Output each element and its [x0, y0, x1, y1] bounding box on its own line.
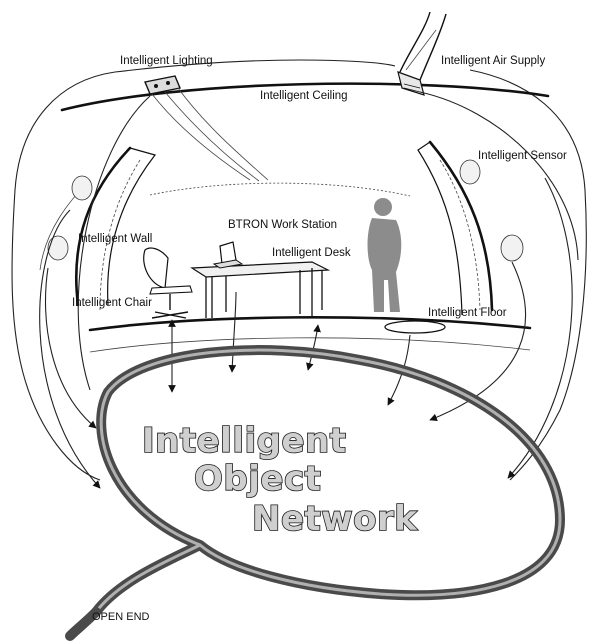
label-workstation: BTRON Work Station	[228, 219, 337, 231]
label-floor: Intelligent Floor	[428, 307, 507, 319]
floor-line	[88, 316, 532, 332]
network-cable-loop	[91, 345, 565, 617]
label-lighting: Intelligent Lighting	[120, 55, 213, 67]
lighting-fixture-icon	[144, 75, 269, 182]
room-outline	[11, 71, 116, 481]
label-chair: Intelligent Chair	[72, 297, 152, 309]
room-outline-top	[114, 59, 396, 73]
person-silhouette-icon	[367, 198, 402, 312]
right-wall-panel	[417, 140, 524, 316]
chair-icon	[143, 247, 193, 319]
desk-icon	[190, 261, 331, 318]
floor-sensor-pad	[384, 320, 446, 334]
ceiling-line	[60, 82, 550, 112]
label-sensor: Intelligent Sensor	[478, 150, 567, 162]
network-title-line2: Object	[194, 459, 321, 499]
network-title-line1: Intelligent	[142, 421, 347, 461]
label-wall: Intelligent Wall	[78, 233, 152, 245]
workstation-laptop-icon	[212, 241, 244, 269]
room-outline-right	[469, 69, 587, 481]
label-air-supply: Intelligent Air Supply	[441, 55, 545, 67]
label-ceiling: Intelligent Ceiling	[260, 90, 348, 102]
ceiling-inner-arc	[149, 182, 411, 197]
label-open-end: OPEN END	[92, 611, 150, 623]
left-wall-panel	[39, 146, 157, 311]
network-title-line3: Network	[252, 499, 418, 539]
floor-line-lower	[89, 337, 531, 353]
air-supply-duct-icon	[397, 11, 447, 96]
label-desk: Intelligent Desk	[272, 247, 351, 259]
